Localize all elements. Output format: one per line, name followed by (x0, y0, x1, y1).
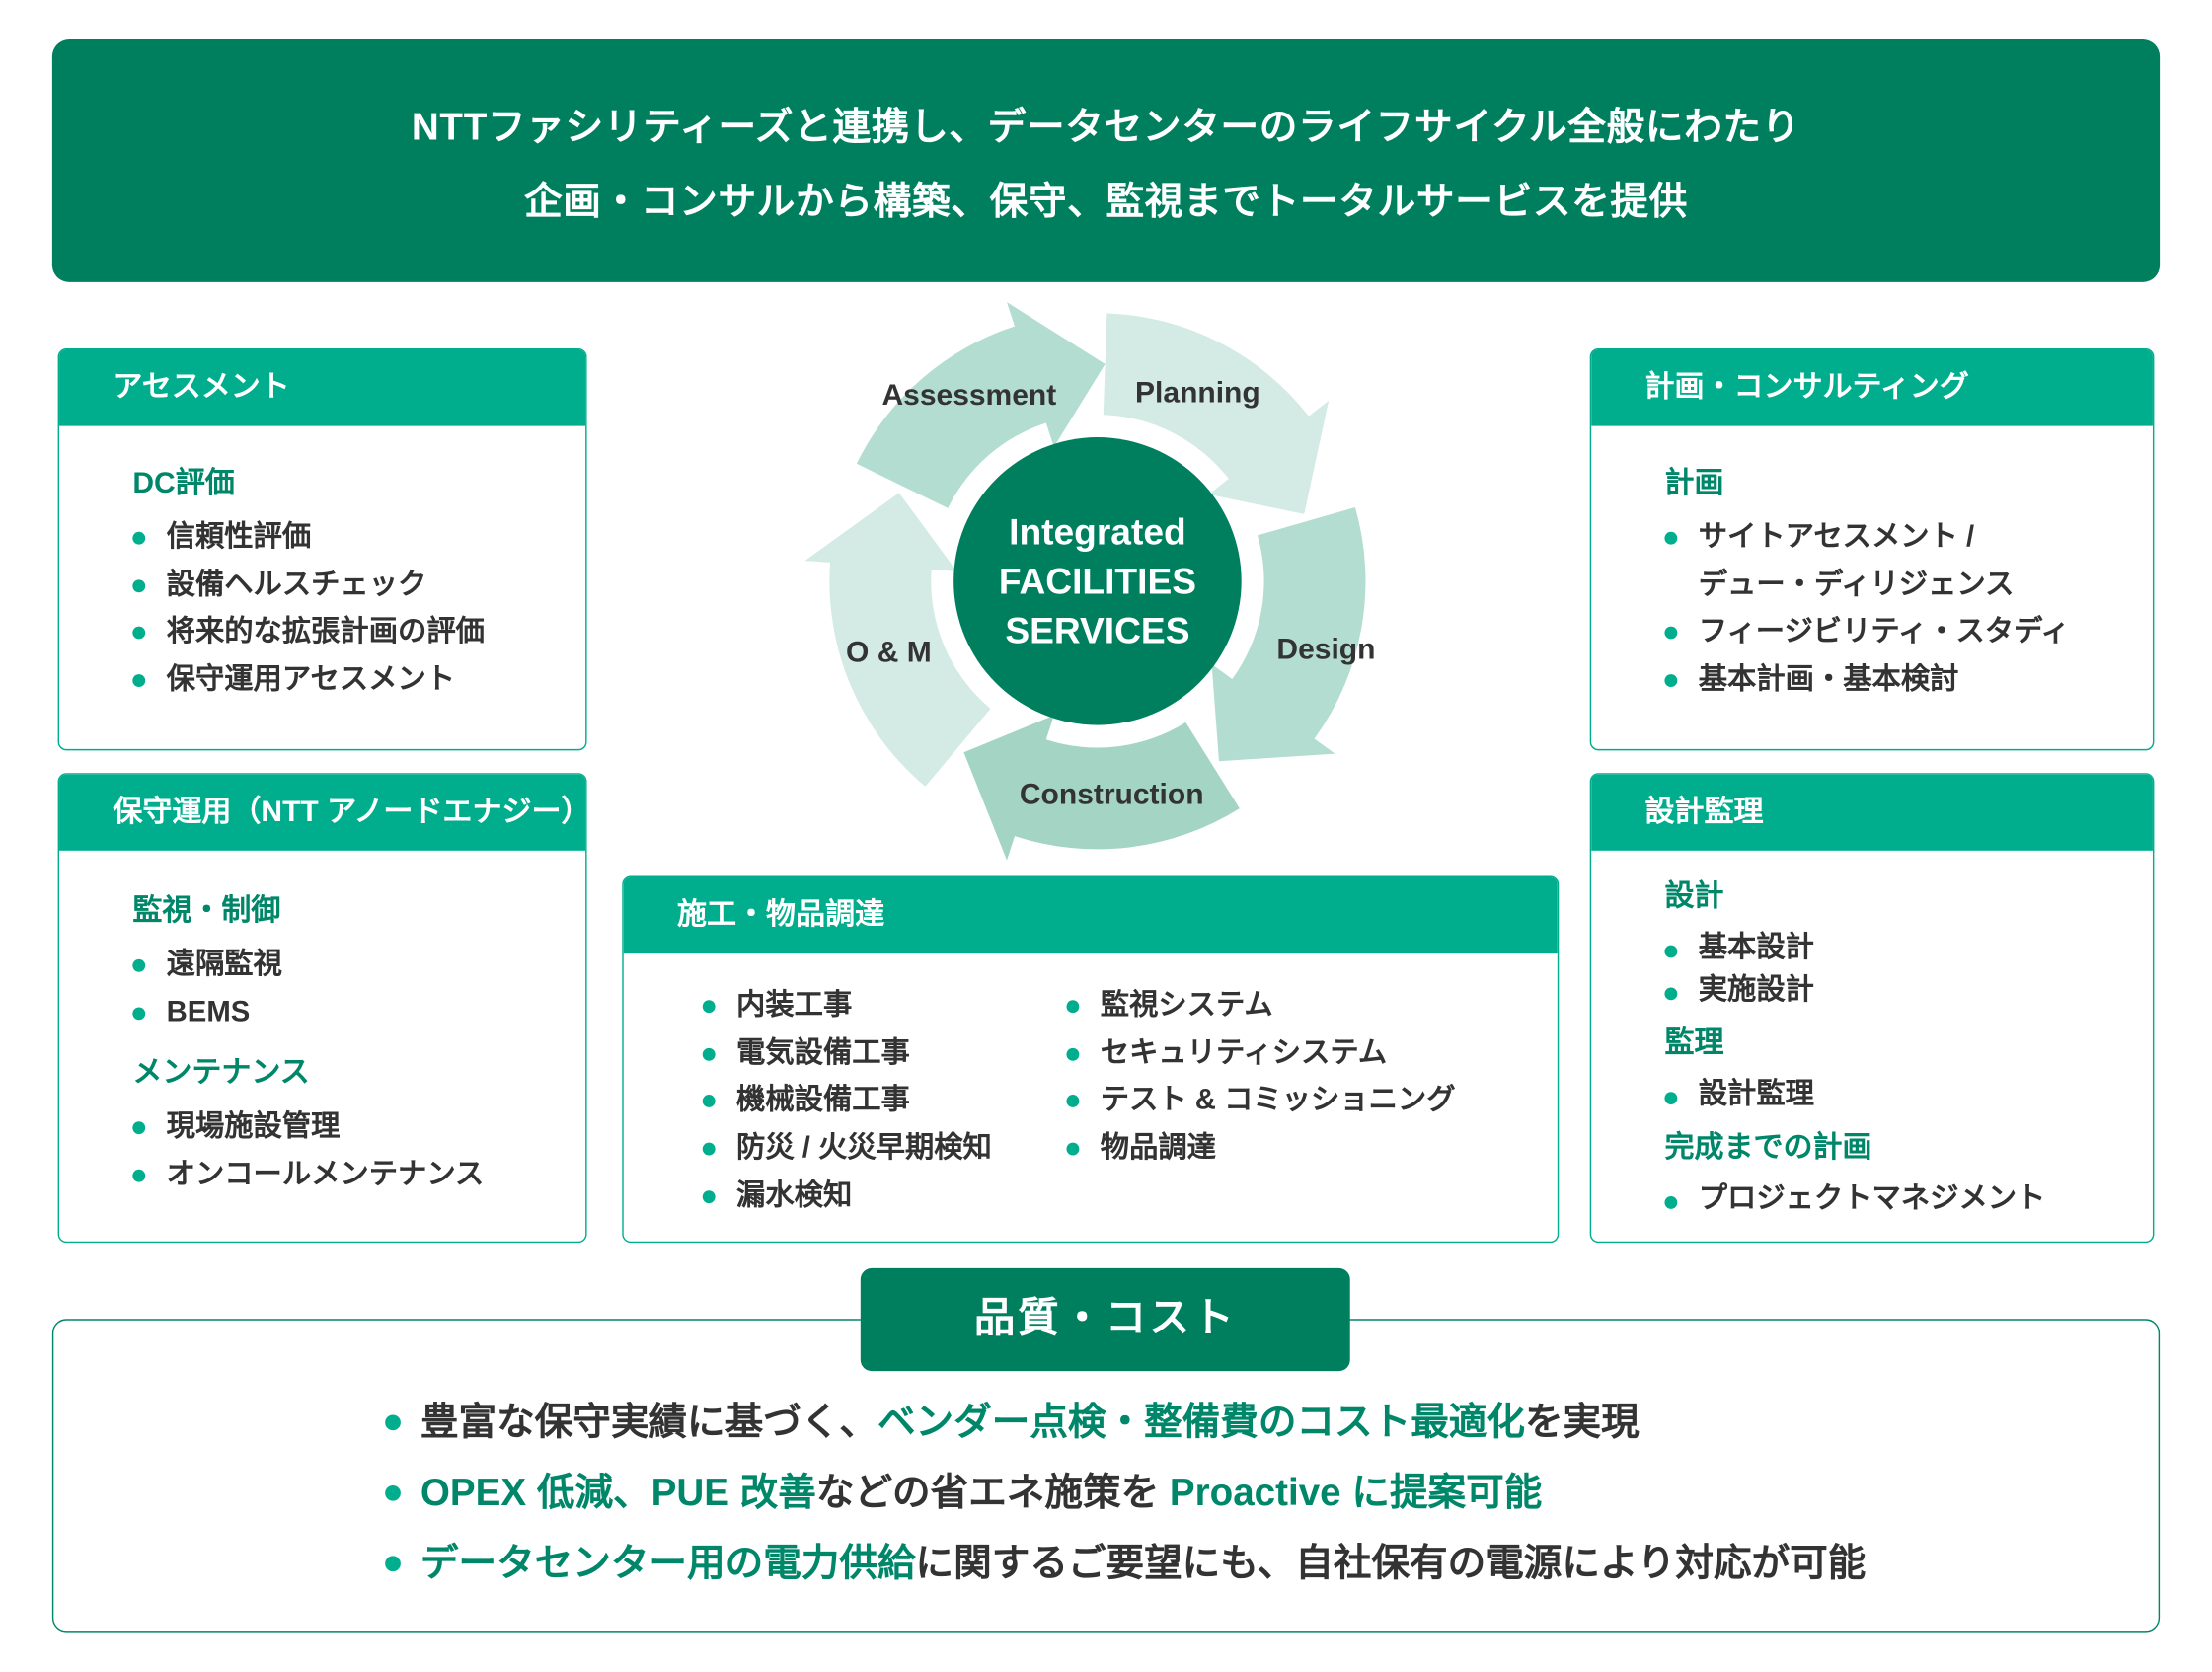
stage-label: O & M (846, 636, 932, 668)
highlight-text: OPEX 低減、PUE 改善 (420, 1471, 816, 1514)
quality-bullet: 豊富な保守実績に基づく、ベンダー点検・整備費のコスト最適化を実現 (381, 1390, 1866, 1460)
list-item: 機械設備工事 (702, 1077, 1011, 1124)
list-item: 内装工事 (702, 982, 1011, 1029)
list-item: 設備ヘルスチェック (132, 561, 585, 608)
list-item: 基本計画・基本検討 (1664, 656, 2153, 704)
group-heading: 監理 (1664, 1026, 1724, 1060)
center-circle (953, 437, 1242, 725)
headline-line-2: 企画・コンサルから構築、保守、監視までトータルサービスを提供 (523, 180, 1689, 223)
headline-banner: NTTファシリティーズと連携し、データセンターのライフサイクル全般にわたり 企画… (51, 39, 2161, 282)
list-item: 物品調達 (1066, 1124, 1455, 1172)
list-item: サイトアセスメント / (1664, 513, 2153, 561)
list-item: フィージビリティ・スタディ (1664, 609, 2153, 656)
highlight-text: ベンダー点検・整備費のコスト最適化 (877, 1401, 1525, 1444)
list-item: 信頼性評価 (132, 513, 585, 561)
center-title-line: SERVICES (1005, 610, 1189, 651)
construction-procurement-box: 施工・物品調達内装工事電気設備工事機械設備工事防災 / 火災早期検知漏水検知監視… (622, 875, 1560, 1244)
list-item: 保守運用アセスメント (132, 656, 585, 704)
group-heading: 監視・制御 (132, 894, 281, 927)
headline-line-1: NTTファシリティーズと連携し、データセンターのライフサイクル全般にわたり (411, 106, 1801, 149)
box-title: 施工・物品調達 (623, 876, 1558, 954)
group-heading: 設計 (1664, 879, 1724, 913)
list-item: 漏水検知 (702, 1172, 1011, 1219)
list-item: BEMS (132, 988, 585, 1035)
list-item: 防災 / 火災早期検知 (702, 1124, 1011, 1172)
item-column: 内装工事電気設備工事機械設備工事防災 / 火災早期検知漏水検知 (702, 982, 1011, 1220)
list-item: 現場施設管理 (132, 1103, 585, 1151)
planning-consulting-box: 計画・コンサルティング計画サイトアセスメント / デュー・ディリジェンスフィージビ… (1589, 348, 2155, 751)
quality-bullet: OPEX 低減、PUE 改善などの省エネ施策を Proactive に提案可能 (381, 1460, 1866, 1530)
group-heading: 完成までの計画 (1664, 1131, 1872, 1165)
cycle-arrow-planning (1103, 313, 1330, 514)
cycle-arrow-assessment (856, 302, 1106, 508)
list-item: 基本設計 (1664, 927, 2153, 969)
list-item: セキュリティシステム (1066, 1029, 1455, 1077)
stage-label: Planning (1135, 376, 1260, 409)
box-title: アセスメント (59, 349, 586, 426)
text: に関するご要望にも、自社保有の電源により対応が可能 (915, 1542, 1867, 1584)
box-body: DC評価信頼性評価設備ヘルスチェック将来的な拡張計画の評価保守運用アセスメント (59, 426, 585, 704)
list-item: デュー・ディリジェンス (1698, 568, 2015, 601)
box-body: 計画サイトアセスメント / デュー・ディリジェンスフィージビリティ・スタディ基本計… (1591, 426, 2153, 704)
stage-label: Design (1276, 633, 1375, 665)
stage-label: Assessment (881, 379, 1056, 412)
quality-cost-title: 品質・コスト (860, 1267, 1350, 1372)
center-title-line: FACILITIES (999, 561, 1196, 602)
group-heading: メンテナンス (132, 1057, 310, 1090)
list-item: 監視システム (1066, 982, 1455, 1029)
stage-label: Construction (1020, 779, 1204, 811)
highlight-text: データセンター用の電力供給 (420, 1542, 916, 1584)
quality-bullet: データセンター用の電力供給に関するご要望にも、自社保有の電源により対応が可能 (381, 1531, 1866, 1601)
cycle-arrow-design (1211, 506, 1366, 762)
box-body: 内装工事電気設備工事機械設備工事防災 / 火災早期検知漏水検知監視システムセキュ… (624, 953, 1558, 1219)
list-item: 将来的な拡張計画の評価 (132, 609, 585, 656)
text: を実現 (1524, 1401, 1640, 1444)
box-title: 保守運用（NTT アノードエナジー） (59, 774, 586, 851)
group-heading: DC評価 (132, 467, 235, 499)
box-title: 計画・コンサルティング (1591, 349, 2153, 426)
highlight-text: Proactive に提案可能 (1169, 1471, 1543, 1514)
center-title-line: Integrated (1009, 511, 1186, 553)
box-title: 設計監理 (1591, 774, 2153, 851)
text: 豊富な保守実績に基づく、 (420, 1401, 877, 1444)
list-item: オンコールメンテナンス (132, 1151, 585, 1198)
group-heading: 計画 (1664, 467, 1724, 499)
list-item: プロジェクトマネジメント (1664, 1178, 2153, 1220)
list-item: 実施設計 (1664, 969, 2153, 1012)
list-item: 電気設備工事 (702, 1029, 1011, 1077)
design-supervision-box: 設計監理設計基本設計実施設計監理設計監理完成までの計画プロジェクトマネジメント (1589, 773, 2155, 1244)
item-column: 監視システムセキュリティシステムテスト & コミッショニング物品調達 (1066, 982, 1456, 1220)
cycle-arrow-om (804, 493, 991, 787)
list-item: テスト & コミッショニング (1066, 1077, 1456, 1124)
text: などの省エネ施策を (815, 1471, 1170, 1514)
list-item: 遠隔監視 (132, 941, 585, 988)
box-body: 設計基本設計実施設計監理設計監理完成までの計画プロジェクトマネジメント (1591, 851, 2153, 1220)
list-item: 設計監理 (1664, 1074, 2153, 1116)
cycle-arrow-construction (963, 715, 1240, 861)
